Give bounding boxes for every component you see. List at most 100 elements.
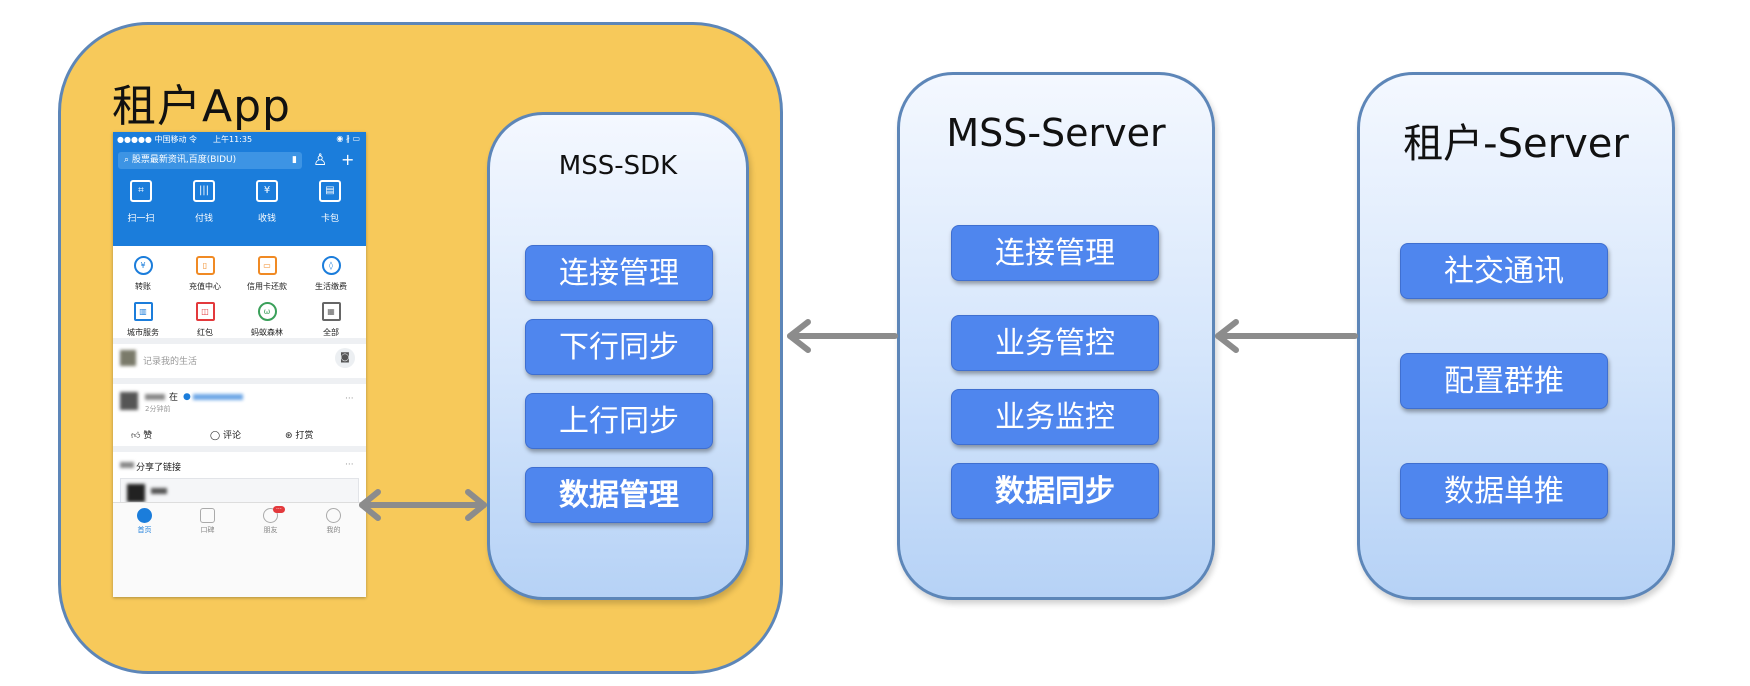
divider [113, 446, 366, 452]
tile-label: 收钱 [257, 214, 276, 224]
camera-icon[interactable]: ◙ [335, 348, 355, 368]
status-icons: ◉ ∦ ▭ [336, 134, 360, 143]
divider [113, 338, 366, 344]
tile-cards[interactable]: ▤ 卡包 [305, 180, 355, 224]
user-name [145, 394, 165, 400]
arrow-head-right [465, 489, 487, 521]
mss-business-control: 业务管控 [951, 315, 1159, 371]
arrow-head-left [359, 489, 381, 521]
tab-bar-divider [113, 502, 366, 503]
grid-transfer[interactable]: ¥ 转账 [117, 256, 169, 292]
forest-icon: ѡ [257, 302, 277, 321]
tab-label: 朋友 [263, 526, 278, 534]
tile-receive[interactable]: ¥ 收钱 [242, 180, 292, 224]
all-icon: ▦ [321, 302, 341, 321]
koubei-icon [200, 508, 215, 523]
microphone-icon[interactable]: ▮ [292, 155, 297, 165]
avatar [120, 392, 138, 410]
tab-bar [113, 503, 366, 597]
like-label: 赞 [143, 431, 153, 441]
grid-label: 信用卡还款 [247, 282, 287, 291]
grid-credit-card[interactable]: ▭ 信用卡还款 [241, 256, 293, 292]
like-button[interactable]: 👍︎ 赞 [131, 428, 152, 441]
mss-connection-management: 连接管理 [951, 225, 1159, 281]
tab-koubei[interactable]: 口碑 [176, 508, 239, 535]
grid-utility[interactable]: ◊ 生活缴费 [305, 256, 357, 292]
more-icon[interactable]: ··· [345, 460, 354, 470]
grid-label: 红包 [197, 328, 213, 337]
feed-time: 2分钟前 [145, 405, 171, 413]
grid-recharge[interactable]: ▯ 充值中心 [179, 256, 231, 292]
grid-label: 充值中心 [189, 282, 221, 291]
mss-server-title: MSS-Server [946, 111, 1166, 155]
sdk-data-management: 数据管理 [525, 467, 713, 523]
sdk-upstream-sync: 上行同步 [525, 393, 713, 449]
reward-button[interactable]: ⊛ 打赏 [285, 428, 313, 441]
share-title: 分享了链接 [136, 463, 182, 473]
tenant-server-title: 租户-Server [1403, 121, 1629, 167]
grid-label: 转账 [135, 282, 151, 291]
credit-card-icon: ▭ [257, 256, 277, 275]
sdk-downstream-sync: 下行同步 [525, 319, 713, 375]
grid-red-packet[interactable]: ◫ 红包 [179, 302, 231, 338]
arrow-head-left [787, 319, 811, 353]
life-record-input[interactable]: 记录我的生活 [143, 357, 198, 367]
grid-city[interactable]: ▥ 城市服务 [117, 302, 169, 338]
yuan-icon: ¥ [256, 180, 278, 202]
add-icon[interactable]: + [341, 150, 355, 169]
mss-business-monitoring: 业务监控 [951, 389, 1159, 445]
tile-pay[interactable]: ||| 付钱 [179, 180, 229, 224]
tenant-server-box: 租户-Server 社交通讯 配置群推 数据单推 [1357, 72, 1675, 600]
grid-label: 城市服务 [127, 328, 159, 337]
status-time: 上午11:35 [213, 135, 253, 144]
tile-scan[interactable]: ⌗ 扫一扫 [116, 180, 166, 224]
link-thumbnail [127, 484, 145, 502]
tab-label: 口碑 [200, 526, 215, 534]
tenant-config-group-push: 配置群推 [1400, 353, 1608, 409]
barcode-icon: ||| [193, 180, 215, 202]
feed-location-label: 在 [169, 393, 179, 403]
comment-button[interactable]: ◯ 评论 [210, 428, 241, 441]
search-icon: ⌕ [124, 155, 132, 165]
contacts-icon[interactable]: ♙ [313, 150, 328, 169]
tile-label: 扫一扫 [127, 214, 155, 224]
grid-label: 全部 [323, 328, 339, 337]
scan-icon: ⌗ [130, 180, 152, 202]
tab-home[interactable]: 首页 [113, 508, 176, 535]
phone-screenshot: ●●●●● 中国移动 令 上午11:35 ◉ ∦ ▭ ⌕ 股票最新资讯,百度(B… [113, 132, 366, 597]
tile-label: 付钱 [194, 214, 213, 224]
mss-data-sync: 数据同步 [951, 463, 1159, 519]
search-placeholder: 股票最新资讯,百度(BIDU) [131, 155, 237, 165]
divider [113, 378, 366, 384]
status-bar: ●●●●● 中国移动 令 上午11:35 ◉ ∦ ▭ [113, 134, 366, 146]
location-pin-icon: ● [183, 392, 191, 402]
tenant-social-messaging: 社交通讯 [1400, 243, 1608, 299]
profile-icon [326, 508, 341, 523]
city-icon: ▥ [133, 302, 153, 321]
reward-label: 打赏 [295, 431, 314, 441]
tab-friends[interactable]: 朋友 ··· [239, 506, 302, 535]
phone-header: ●●●●● 中国移动 令 上午11:35 ◉ ∦ ▭ ⌕ 股票最新资讯,百度(B… [113, 132, 366, 246]
tab-label: 我的 [326, 526, 341, 534]
utility-icon: ◊ [321, 256, 341, 275]
user-name [120, 462, 134, 468]
comment-icon: ◯ [210, 431, 221, 441]
arrow-head-left [1215, 319, 1239, 353]
grid-forest[interactable]: ѡ 蚂蚁森林 [241, 302, 293, 338]
home-icon [137, 508, 152, 523]
sdk-connection-management: 连接管理 [525, 245, 713, 301]
tenant-app-title: 租户App [112, 81, 291, 132]
grid-all[interactable]: ▦ 全部 [305, 302, 357, 338]
tab-mine[interactable]: 我的 [302, 508, 365, 535]
notification-badge: ··· [273, 506, 285, 513]
mss-sdk-title: MSS-SDK [558, 151, 678, 181]
transfer-icon: ¥ [133, 256, 153, 275]
grid-label: 蚂蚁森林 [251, 328, 283, 337]
phone-search-field[interactable]: ⌕ 股票最新资讯,百度(BIDU) ▮ [118, 152, 302, 169]
comment-label: 评论 [222, 431, 241, 441]
more-icon[interactable]: ··· [345, 394, 354, 404]
tenant-data-single-push: 数据单推 [1400, 463, 1608, 519]
friends-icon [263, 508, 278, 523]
coin-icon: ⊛ [285, 431, 293, 441]
